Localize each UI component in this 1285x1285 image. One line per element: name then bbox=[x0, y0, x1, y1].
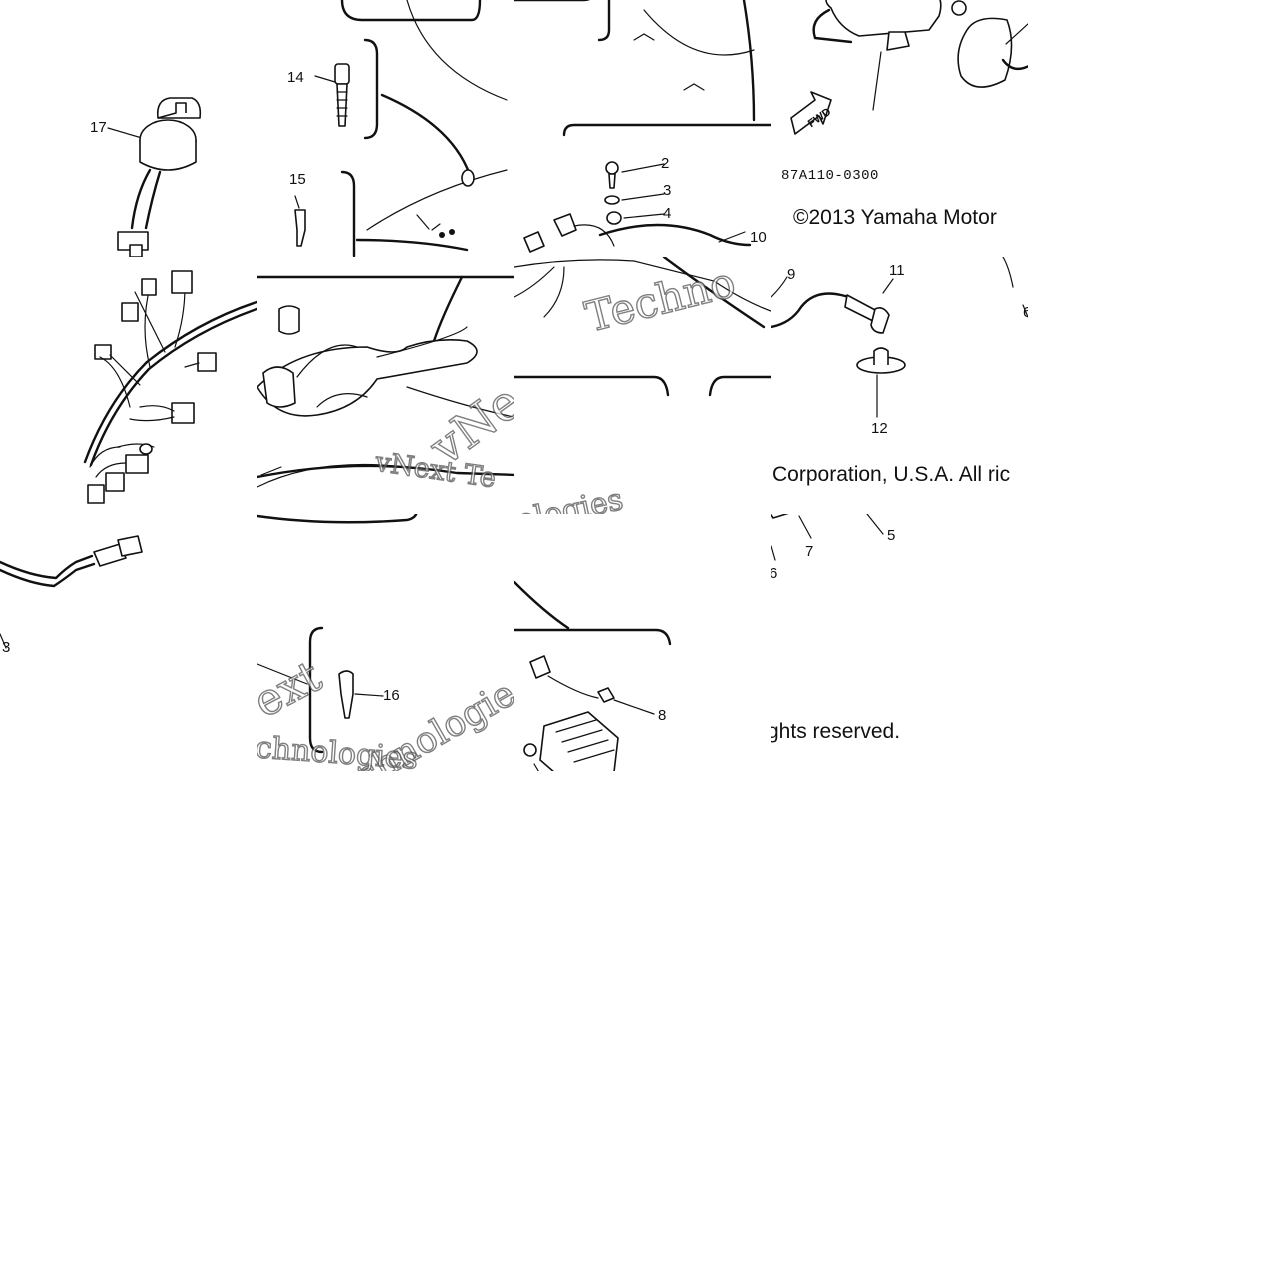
copyright-part-1: ©2013 Yamaha Motor bbox=[793, 206, 997, 229]
callout-6-top: 6 bbox=[1023, 304, 1028, 321]
callout-6-bottom: 6 bbox=[771, 565, 778, 582]
tile-plug-cap: 9 11 12 6 Corporation, U.S.A. All ric bbox=[771, 257, 1028, 514]
tile-clamp-16: 16 ext echnologie chnologies bbox=[257, 514, 514, 771]
bolt-washers-drawing bbox=[514, 0, 771, 253]
diagram-code: 87A110-0300 bbox=[781, 168, 879, 184]
rectifier-regulator-drawing bbox=[514, 580, 672, 771]
tile-spark-plug-cap: Techno ologies bbox=[514, 257, 771, 514]
callout-9: 9 bbox=[787, 266, 796, 283]
handlebar-drawing bbox=[257, 275, 514, 488]
tile-harness-tail: 3 bbox=[0, 514, 257, 771]
wire-harness-drawing bbox=[83, 270, 257, 504]
clamps-drawing bbox=[294, 0, 508, 257]
callout-8: 8 bbox=[658, 707, 667, 724]
callout-12: 12 bbox=[871, 420, 888, 437]
tile-handlebar: vNext Te vNe bbox=[257, 257, 514, 514]
tile-clamps: 14 15 bbox=[257, 0, 514, 257]
tile-rectifier-regulator: 8 bbox=[514, 514, 771, 771]
harness-tail-drawing bbox=[0, 535, 143, 649]
tile-ignition-coils: FWD 87A110-0300 ©2013 Yamaha Motor bbox=[771, 0, 1028, 257]
plug-cap-drawing bbox=[771, 257, 1028, 418]
callout-14: 14 bbox=[287, 69, 304, 86]
ignition-switch-drawing bbox=[107, 97, 202, 257]
callout-10: 10 bbox=[750, 229, 767, 246]
callout-17: 17 bbox=[90, 119, 107, 136]
clamp-16-drawing bbox=[257, 514, 418, 754]
ignition-coils-drawing bbox=[790, 0, 1028, 135]
copyright-part-3: ghts reserved. bbox=[771, 720, 901, 743]
callout-5: 5 bbox=[887, 527, 896, 544]
callout-15: 15 bbox=[289, 171, 306, 188]
copyright-part-2: Corporation, U.S.A. All ric bbox=[772, 463, 1011, 486]
callout-7: 7 bbox=[805, 543, 814, 560]
frame-drawing bbox=[514, 257, 771, 397]
callout-4: 4 bbox=[663, 205, 672, 222]
callout-2: 2 bbox=[661, 155, 670, 172]
callout-16: 16 bbox=[383, 687, 400, 704]
tile-bolts-5-6-7: 5 7 6 ghts reserved. bbox=[771, 514, 1028, 771]
tile-bolt-washers: 2 3 4 10 bbox=[514, 0, 771, 257]
callout-3: 3 bbox=[663, 182, 672, 199]
tile-ignition-switch: 17 bbox=[0, 0, 257, 257]
bolts-drawing bbox=[771, 514, 884, 561]
tile-wire-harness bbox=[0, 257, 257, 514]
callout-11: 11 bbox=[889, 262, 905, 279]
callout-3-left: 3 bbox=[2, 639, 11, 656]
